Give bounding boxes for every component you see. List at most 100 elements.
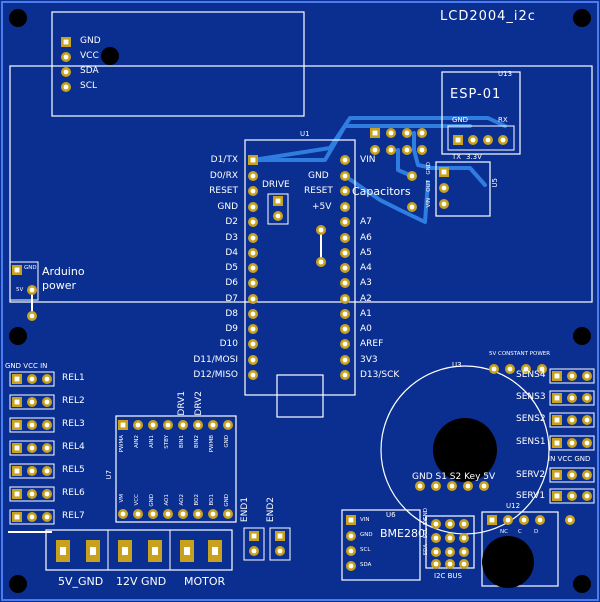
u6-pin-vin: VIN [360, 517, 370, 523]
u7-bottom-pin-label: VCC [134, 494, 140, 506]
u7-top-pin-label: STBY [164, 435, 170, 449]
u1-left-pin-label: D1/TX [210, 155, 238, 165]
u1-left-pin-label: D11/MOSI [193, 355, 238, 365]
i2c-label: I2C BUS [434, 572, 462, 580]
i2c-pin-gnd: GND [423, 508, 429, 521]
u7-bottom-pin-label: BO1 [209, 494, 215, 506]
u7-top-pin-label: PWMA [119, 435, 125, 453]
u7-bottom-pin-label: GND [149, 494, 155, 507]
u6-pin-scl: SCL [360, 547, 371, 553]
u1-left-pin-label: D6 [225, 278, 238, 288]
arduino-power-line1: Arduino [42, 265, 85, 278]
u7-drv1: DRV1 [177, 391, 187, 416]
esp-pin-rx: RX [498, 116, 508, 124]
u7-bottom-pin-label: BO2 [194, 494, 200, 506]
u1-mid-gnd: GND [308, 171, 329, 181]
u1-left-pin-label: RESET [209, 186, 238, 196]
u12-pin-c: C [518, 529, 522, 535]
lcd-title: LCD2004_i2c [440, 9, 536, 24]
u7-top-pin-label: BIN1 [179, 435, 185, 449]
end1-label: END1 [240, 497, 250, 523]
terminal-12v-gnd: 12V GND [116, 575, 167, 588]
u7-bottom-pin-label: AO1 [164, 494, 170, 506]
u7-drv2: DRV2 [194, 391, 204, 416]
u3-ref: U3 [452, 361, 462, 369]
arduino-power-5v: 5V [16, 287, 24, 293]
servo-header: IN VCC GND [548, 455, 591, 463]
u7-bottom-pin-label: GND [224, 494, 230, 507]
relay-label: REL5 [62, 465, 85, 475]
u1-left-pin-label: D5 [225, 263, 238, 273]
u5-pin-gnd: GND [426, 162, 432, 175]
u1-right-pin-label: 3V3 [360, 355, 378, 365]
u1-right-pin-label: A4 [360, 263, 372, 273]
u1-mid-reset: RESET [304, 186, 333, 196]
u1-left-pin-label: D4 [225, 248, 238, 258]
sensor-label: SENS2 [516, 414, 546, 424]
u1-right-pin-label: VIN [360, 155, 376, 165]
u7-top-pin-label: AIN2 [134, 435, 140, 448]
esp-pin-3v3: 3.3V [466, 153, 482, 161]
servo-label-2: SERV2 [516, 470, 546, 480]
u1-left-pin-label: D8 [225, 309, 238, 319]
u1-right-pin-label: A1 [360, 309, 372, 319]
u1-left-pin-label: D12/MISO [193, 370, 238, 380]
relay-label: REL4 [62, 442, 85, 452]
terminal-motor: MOTOR [184, 575, 226, 588]
drive-label: DRIVE [262, 180, 290, 190]
end2-label: END2 [266, 497, 276, 523]
u1-right-pin-label: A7 [360, 217, 372, 227]
lcd-pin-scl: SCL [80, 81, 98, 91]
u1-ref: U1 [300, 130, 310, 138]
u6-ref: U6 [386, 511, 396, 519]
u6-pin-gnd: GND [360, 532, 373, 538]
u7-top-pin-label: GND [224, 435, 230, 448]
arduino-power-line2: power [42, 279, 76, 292]
u1-left-pin-label: D7 [225, 294, 238, 304]
sensor-label: SENS4 [516, 370, 546, 380]
lcd-pin-vcc: VCC [80, 51, 99, 61]
u1-mid-5v: +5V [312, 202, 332, 212]
u7-top-pin-label: PWMB [209, 435, 215, 453]
u12-pin-nc: NC [500, 529, 508, 535]
esp-name: ESP-01 [450, 87, 502, 102]
relay-label: REL7 [62, 511, 85, 521]
i2c-pin-scl: SCL [423, 528, 429, 539]
u5-ref: U5 [491, 178, 499, 188]
u7-top-pin-label: AIN1 [149, 435, 155, 448]
esp-pin-gnd: GND [452, 116, 469, 124]
u1-right-pin-label: A5 [360, 248, 372, 258]
sensor-label: SENS1 [516, 437, 546, 447]
relay-header: GND VCC IN [5, 362, 48, 370]
arduino-power-gnd: GND [24, 265, 37, 271]
lcd-pin-sda: SDA [80, 66, 99, 76]
esp-ref: U13 [498, 70, 513, 78]
u1-left-pin-label: D2 [225, 217, 238, 227]
u1-right-pin-label: A6 [360, 233, 372, 243]
u1-left-pin-label: D10 [219, 339, 238, 349]
esp-pin-tx: TX [452, 153, 462, 161]
capacitors-label: Capacitors [352, 185, 411, 198]
u1-right-pin-label: A3 [360, 278, 372, 288]
u12-pin-d: D [534, 529, 539, 535]
u5-pin-out: OUT [426, 180, 432, 192]
i2c-pin-sda: SDA [423, 544, 429, 556]
u1-right-pin-label: D13/SCK [360, 370, 400, 380]
u1-right-pin-label: A2 [360, 294, 372, 304]
relay-label: REL2 [62, 396, 85, 406]
servo-label-1: SERV1 [516, 491, 546, 501]
u1-right-pin-label: AREF [360, 339, 384, 349]
u3-pins: GND S1 S2 Key 5V [412, 472, 496, 482]
power-label: 5V CONSTANT POWER [489, 351, 551, 357]
relay-label: REL6 [62, 488, 85, 498]
relay-label: REL1 [62, 373, 85, 383]
u7-top-pin-label: BIN2 [194, 435, 200, 449]
u1-left-pin-label: D9 [225, 324, 238, 334]
u1-left-pin-label: GND [217, 202, 238, 212]
u1-left-pin-label: D3 [225, 233, 238, 243]
u7-bottom-pin-label: AO2 [179, 494, 185, 506]
relay-label: REL3 [62, 419, 85, 429]
u7-ref: U7 [105, 470, 113, 480]
